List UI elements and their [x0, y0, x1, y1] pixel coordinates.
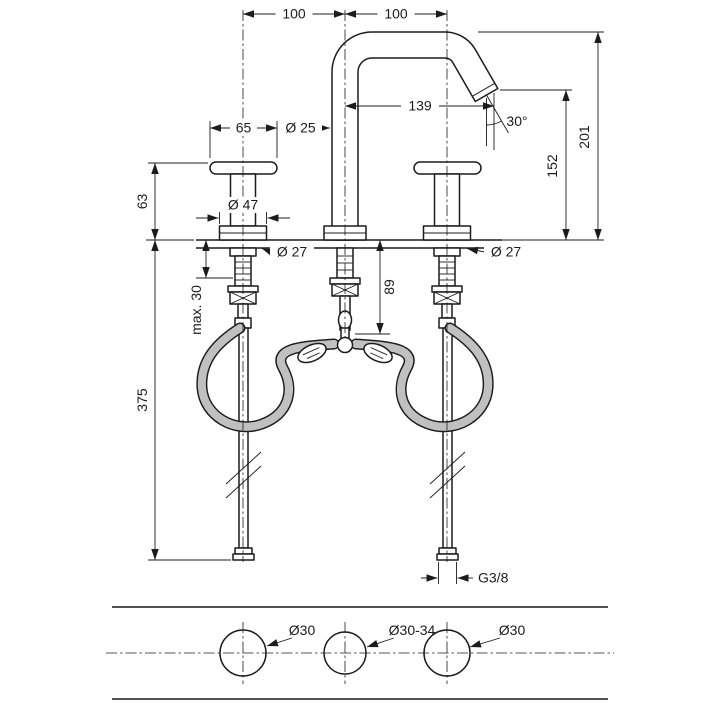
hose-label-tag-left — [297, 342, 327, 364]
dim-label-spout-reach: 139 — [408, 98, 432, 114]
dim-total-height: 201 — [478, 31, 604, 241]
dim-spacing: 100 100 — [243, 6, 447, 22]
elevation-view — [196, 10, 502, 562]
supply-pipe-right — [436, 327, 459, 561]
plan-label-hole-right: Ø30 — [499, 622, 526, 638]
right-handle — [413, 161, 482, 241]
dim-label-connection-thread: G3/8 — [478, 570, 509, 586]
dim-label-spacing-right: 100 — [384, 6, 408, 22]
dim-label-deck-hole-right: Ø 27 — [491, 244, 522, 260]
plan-label-hole-left: Ø30 — [289, 622, 316, 638]
dim-spout-angle: 30° — [486, 94, 528, 146]
plan-hole-right — [423, 629, 471, 677]
dim-lever-length: 65 — [209, 120, 278, 158]
dim-label-hose-length: 375 — [134, 388, 150, 412]
dimensions: 100 100 139 30° 201 152 — [134, 6, 604, 586]
spout — [323, 31, 499, 241]
dim-connection-thread: G3/8 — [421, 562, 509, 586]
dim-deck-hole-left: Ø 27 — [261, 244, 314, 260]
dim-label-spout-diameter: Ø 25 — [285, 120, 316, 136]
plan-hole-left — [219, 629, 267, 677]
supply-pipe-left — [232, 327, 255, 561]
countertop-deck — [196, 239, 502, 249]
dim-handle-height: 63 — [134, 162, 208, 241]
dim-spout-diameter: Ø 25 — [279, 120, 330, 136]
dim-label-escutcheon-diameter: Ø 47 — [228, 197, 259, 213]
dim-max-deck-thickness: max. 30 — [188, 240, 233, 335]
plan-label-hole-center: Ø30-34 — [389, 622, 436, 638]
pipe-break-marks — [225, 451, 466, 499]
dim-hose-length: 375 — [134, 240, 231, 561]
dim-deck-hole-right: Ø 27 — [466, 244, 528, 260]
dim-spout-reach: 139 — [345, 93, 495, 150]
hose-label-tag-right — [363, 342, 393, 364]
hose-tee-junction — [336, 336, 354, 354]
dim-underdeck-height: 89 — [355, 240, 397, 335]
plan-view: Ø30 Ø30-34 Ø30 — [106, 606, 614, 700]
plan-hole-labels: Ø30 Ø30-34 Ø30 — [266, 622, 526, 648]
plan-hole-center — [323, 631, 367, 675]
dim-label-total-height: 201 — [576, 125, 592, 149]
left-connection-hose — [196, 322, 340, 433]
dim-escutcheon-diameter: Ø 47 — [196, 197, 290, 224]
dim-label-lever-length: 65 — [236, 120, 252, 136]
right-connection-hose — [350, 322, 494, 433]
dim-label-spacing-left: 100 — [282, 6, 306, 22]
dim-label-handle-height: 63 — [134, 194, 150, 210]
dim-outlet-height: 152 — [500, 89, 572, 240]
dim-label-max-deck-thickness: max. 30 — [188, 285, 204, 335]
dim-label-outlet-height: 152 — [544, 154, 560, 178]
dim-label-spout-angle: 30° — [506, 113, 527, 129]
dim-label-deck-hole-left: Ø 27 — [277, 244, 308, 260]
centerlines — [242, 10, 448, 562]
dim-label-underdeck-height: 89 — [381, 279, 397, 295]
